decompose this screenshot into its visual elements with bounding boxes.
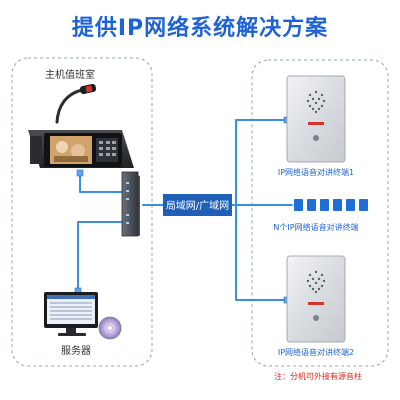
terminal-1-label: IP网络语音对讲终端1 [278,167,354,177]
left-group-border [11,57,153,367]
server-computer [44,292,122,340]
gooseneck-microphone [55,88,84,124]
cable-console-switch [79,171,129,193]
host-room-label: 主机值班室 [45,68,95,81]
network-cables [77,119,293,301]
cable-to-terminal-1 [235,119,288,206]
terminal-2-label: IP网络语音对讲终端2 [278,347,354,357]
intercom-terminal-2 [286,255,346,343]
terminal-n-icons [294,199,368,211]
footnote: 注：分机可外接有源音柱 [274,371,362,381]
network-box [163,194,232,216]
page-title: 提供IP网络系统解决方案 [71,16,329,41]
network-label: 局域网/广域网 [166,199,229,212]
host-console [28,83,134,168]
server-label: 服务器 [61,344,91,357]
cable-server-switch [77,221,129,293]
network-switch [121,171,140,237]
intercom-terminal-1 [286,75,346,163]
terminal-n-label: N个IP网络语音对讲终端 [273,222,358,232]
right-group-border [251,59,389,367]
cable-to-terminal-2 [235,204,288,301]
